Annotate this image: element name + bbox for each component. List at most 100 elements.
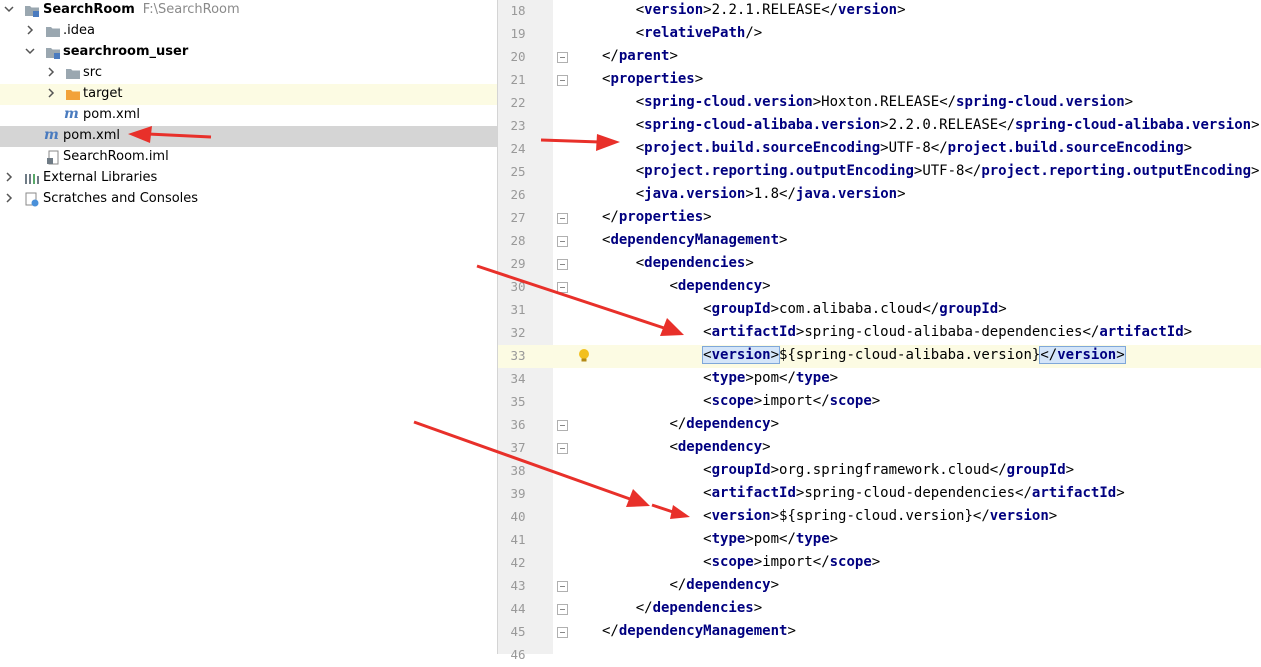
tag-bracket: </ — [821, 2, 839, 18]
fold-marker-icon[interactable] — [557, 282, 568, 293]
tag-bracket: </ — [669, 577, 687, 593]
tag-name: dependency — [677, 278, 763, 294]
code-line[interactable]: 31 <groupId>com.alibaba.cloud</groupId> — [498, 299, 1261, 322]
tag-name: version — [989, 508, 1049, 524]
code-text: </dependency> — [602, 577, 779, 593]
tag-bracket: </ — [998, 117, 1016, 133]
code-line[interactable]: 32 <artifactId>spring-cloud-alibaba-depe… — [498, 322, 1261, 345]
tag-bracket: < — [602, 232, 611, 248]
code-line[interactable]: 28<dependencyManagement> — [498, 230, 1261, 253]
tag-name: scope — [711, 393, 754, 409]
tag-value: spring-cloud-dependencies — [804, 485, 1016, 501]
fold-marker-icon[interactable] — [557, 443, 568, 454]
code-line[interactable]: 18 <version>2.2.1.RELEASE</version> — [498, 0, 1261, 23]
tag-name: java.version — [795, 186, 898, 202]
tag-bracket: </ — [779, 531, 796, 547]
fold-marker-icon[interactable] — [557, 259, 568, 270]
xml-tag: </java.version> — [779, 186, 905, 202]
line-number: 27 — [510, 210, 526, 225]
code-line[interactable]: 35 <scope>import</scope> — [498, 391, 1261, 414]
code-text: <relativePath/> — [602, 25, 762, 41]
tag-name: scope — [711, 554, 754, 570]
code-line[interactable]: 25 <project.reporting.outputEncoding>UTF… — [498, 161, 1261, 184]
code-line[interactable]: 26 <java.version>1.8</java.version> — [498, 184, 1261, 207]
xml-tag: <type> — [703, 370, 754, 386]
code-text: <artifactId>spring-cloud-dependencies</a… — [602, 485, 1124, 501]
code-line[interactable]: 19 <relativePath/> — [498, 23, 1261, 46]
line-number: 30 — [510, 279, 526, 294]
tag-name: dependencies — [644, 255, 746, 271]
code-line[interactable]: 36 </dependency> — [498, 414, 1261, 437]
fold-marker-icon[interactable] — [557, 75, 568, 86]
tag-bracket: </ — [930, 140, 948, 156]
tree-row-iml[interactable]: SearchRoom.iml — [0, 147, 497, 168]
fold-marker-icon[interactable] — [557, 581, 568, 592]
tag-bracket: < — [635, 163, 645, 179]
tree-row-searchroom-user[interactable]: searchroom_user — [0, 42, 497, 63]
xml-tag: <dependency> — [669, 439, 770, 455]
module-folder-icon — [46, 48, 60, 59]
tag-name: project.build.sourceEncoding — [644, 140, 881, 156]
code-line[interactable]: 23 <spring-cloud-alibaba.version>2.2.0.R… — [498, 115, 1261, 138]
tree-row-idea[interactable]: .idea — [0, 21, 497, 42]
code-editor[interactable]: 18 <version>2.2.1.RELEASE</version>19 <r… — [498, 0, 1261, 662]
code-line[interactable]: 33 <version>${spring-cloud-alibaba.versi… — [498, 345, 1261, 368]
code-line[interactable]: 37 <dependency> — [498, 437, 1261, 460]
tree-row-scratches[interactable]: Scratches and Consoles — [0, 189, 497, 210]
code-line[interactable]: 24 <project.build.sourceEncoding>UTF-8</… — [498, 138, 1261, 161]
code-line[interactable]: 46 — [498, 644, 1261, 667]
chevron-right-icon[interactable] — [3, 170, 15, 184]
code-line[interactable]: 27</properties> — [498, 207, 1261, 230]
code-line[interactable]: 34 <type>pom</type> — [498, 368, 1261, 391]
code-line[interactable]: 22 <spring-cloud.version>Hoxton.RELEASE<… — [498, 92, 1261, 115]
code-line[interactable]: 44 </dependencies> — [498, 598, 1261, 621]
fold-marker-icon[interactable] — [557, 604, 568, 615]
chevron-right-icon[interactable] — [45, 65, 57, 79]
tag-bracket: > — [762, 439, 771, 455]
code-line[interactable]: 38 <groupId>org.springframework.cloud</g… — [498, 460, 1261, 483]
fold-marker-icon[interactable] — [557, 420, 568, 431]
chevron-right-icon[interactable] — [3, 191, 15, 205]
tag-bracket: </ — [602, 209, 619, 225]
fold-marker-icon[interactable] — [557, 52, 568, 63]
chevron-right-icon[interactable] — [24, 23, 36, 37]
code-line[interactable]: 29 <dependencies> — [498, 253, 1261, 276]
chevron-down-icon[interactable] — [3, 2, 15, 16]
code-line[interactable]: 21<properties> — [498, 69, 1261, 92]
code-line[interactable]: 40 <version>${spring-cloud.version}</ver… — [498, 506, 1261, 529]
tag-bracket: </ — [812, 554, 830, 570]
line-number: 22 — [510, 95, 526, 110]
chevron-right-icon[interactable] — [45, 86, 57, 100]
fold-marker-icon[interactable] — [557, 627, 568, 638]
fold-marker-icon[interactable] — [557, 236, 568, 247]
xml-tag: <version> — [703, 508, 779, 524]
code-line[interactable]: 43 </dependency> — [498, 575, 1261, 598]
code-line[interactable]: 41 <type>pom</type> — [498, 529, 1261, 552]
tag-name: type — [795, 531, 830, 547]
line-number: 45 — [510, 624, 526, 639]
tag-bracket: > — [669, 48, 678, 64]
line-number: 39 — [510, 486, 526, 501]
code-line[interactable]: 42 <scope>import</scope> — [498, 552, 1261, 575]
code-text: <type>pom</type> — [602, 370, 838, 386]
tree-row-module-pom[interactable]: m pom.xml — [0, 105, 497, 126]
chevron-down-icon[interactable] — [24, 44, 36, 58]
indent — [602, 439, 669, 455]
xml-tag: <artifactId> — [703, 324, 804, 340]
tree-row-target[interactable]: target — [0, 84, 497, 105]
tag-value: pom — [753, 370, 780, 386]
fold-marker-icon[interactable] — [557, 213, 568, 224]
tag-bracket: > — [745, 186, 754, 202]
tree-row-root-pom[interactable]: m pom.xml — [0, 126, 497, 147]
tag-bracket: > — [779, 232, 788, 248]
lightbulb-icon[interactable] — [578, 348, 590, 364]
code-line[interactable]: 45</dependencyManagement> — [498, 621, 1261, 644]
code-line[interactable]: 20</parent> — [498, 46, 1261, 69]
tree-row-external-libraries[interactable]: External Libraries — [0, 168, 497, 189]
code-line[interactable]: 30 <dependency> — [498, 276, 1261, 299]
tree-row-src[interactable]: src — [0, 63, 497, 84]
code-line[interactable]: 39 <artifactId>spring-cloud-dependencies… — [498, 483, 1261, 506]
tag-name: relativePath — [644, 25, 746, 41]
